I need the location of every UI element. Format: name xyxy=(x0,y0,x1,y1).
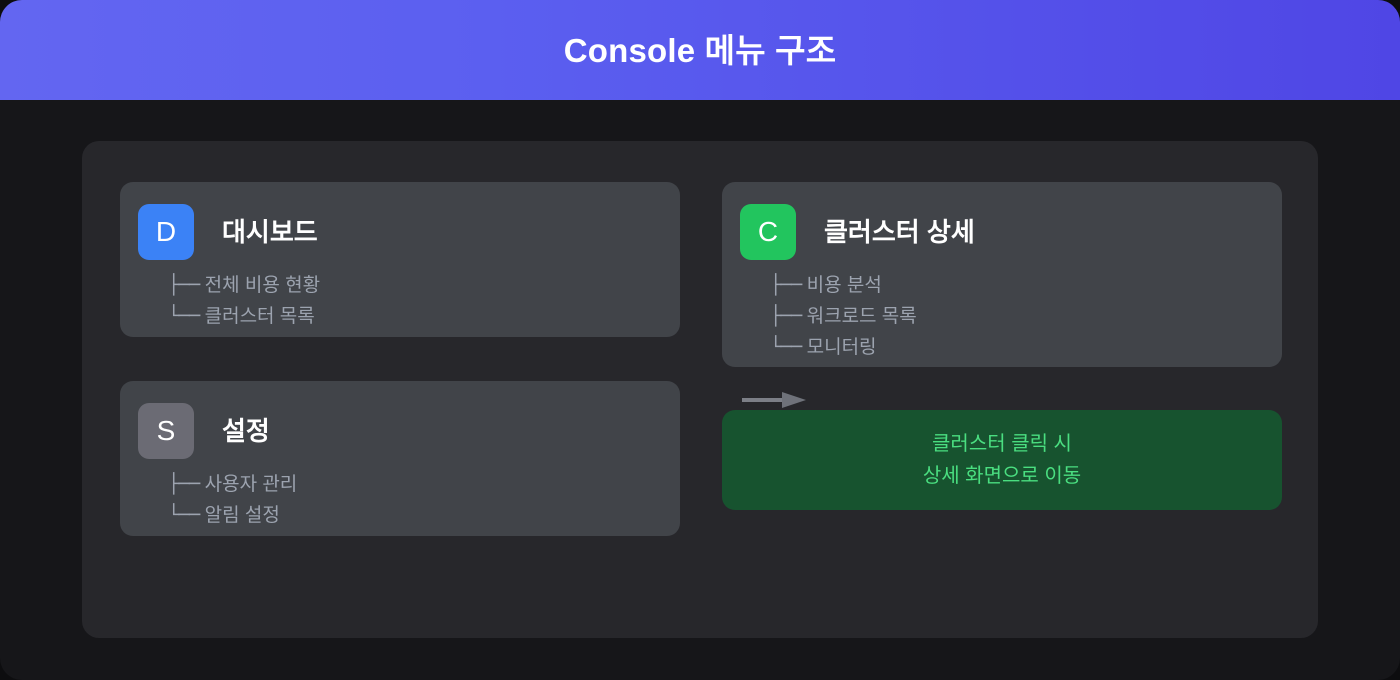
list-item[interactable]: └── 모니터링 xyxy=(770,332,1282,363)
transition-note: 클러스터 클릭 시 상세 화면으로 이동 xyxy=(722,410,1282,510)
list-item[interactable]: ├── 워크로드 목록 xyxy=(770,301,1282,332)
card-dashboard-items: ├── 전체 비용 현황 └── 클러스터 목록 xyxy=(120,260,680,332)
card-dashboard-header: D 대시보드 xyxy=(120,182,680,260)
settings-badge-icon: S xyxy=(138,403,194,459)
tree-branch-icon: ├── xyxy=(770,274,802,296)
list-item[interactable]: ├── 사용자 관리 xyxy=(168,469,680,500)
card-settings[interactable]: S 설정 ├── 사용자 관리 └── 알림 설정 xyxy=(120,381,680,536)
list-item-label: 워크로드 목록 xyxy=(806,306,917,327)
card-cluster-detail[interactable]: C 클러스터 상세 ├── 비용 분석 ├── 워크로드 목록 └── 모니터링 xyxy=(722,182,1282,367)
tree-corner-icon: └── xyxy=(168,305,200,327)
card-cluster-title: 클러스터 상세 xyxy=(824,217,975,247)
list-item[interactable]: ├── 비용 분석 xyxy=(770,270,1282,301)
card-settings-title: 설정 xyxy=(222,416,270,446)
list-item[interactable]: ├── 전체 비용 현황 xyxy=(168,270,680,301)
tree-branch-icon: ├── xyxy=(168,473,200,495)
page-title: Console 메뉴 구조 xyxy=(563,31,837,69)
list-item-label: 전체 비용 현황 xyxy=(204,275,321,296)
tree-corner-icon: └── xyxy=(168,504,200,526)
card-cluster-items: ├── 비용 분석 ├── 워크로드 목록 └── 모니터링 xyxy=(722,260,1282,363)
card-settings-header: S 설정 xyxy=(120,381,680,459)
list-item-label: 사용자 관리 xyxy=(204,474,298,495)
transition-note-line-2: 상세 화면으로 이동 xyxy=(922,465,1082,487)
tree-branch-icon: ├── xyxy=(770,305,802,327)
dashboard-badge-icon: D xyxy=(138,204,194,260)
cluster-badge-icon: C xyxy=(740,204,796,260)
list-item[interactable]: └── 알림 설정 xyxy=(168,500,680,531)
card-settings-items: ├── 사용자 관리 └── 알림 설정 xyxy=(120,459,680,531)
arrow-right-icon xyxy=(742,392,806,408)
card-cluster-header: C 클러스터 상세 xyxy=(722,182,1282,260)
card-dashboard-title: 대시보드 xyxy=(222,217,318,247)
list-item-label: 비용 분석 xyxy=(806,275,882,296)
list-item-label: 알림 설정 xyxy=(204,505,280,526)
list-item[interactable]: └── 클러스터 목록 xyxy=(168,301,680,332)
list-item-label: 모니터링 xyxy=(806,337,877,358)
tree-branch-icon: ├── xyxy=(168,274,200,296)
transition-note-line-1: 클러스터 클릭 시 xyxy=(932,433,1072,455)
card-dashboard[interactable]: D 대시보드 ├── 전체 비용 현황 └── 클러스터 목록 xyxy=(120,182,680,337)
list-item-label: 클러스터 목록 xyxy=(204,306,315,327)
tree-corner-icon: └── xyxy=(770,336,802,358)
diagram-panel: D 대시보드 ├── 전체 비용 현황 └── 클러스터 목록 S 설정 ├──… xyxy=(82,141,1318,638)
page-header: Console 메뉴 구조 xyxy=(0,0,1400,100)
